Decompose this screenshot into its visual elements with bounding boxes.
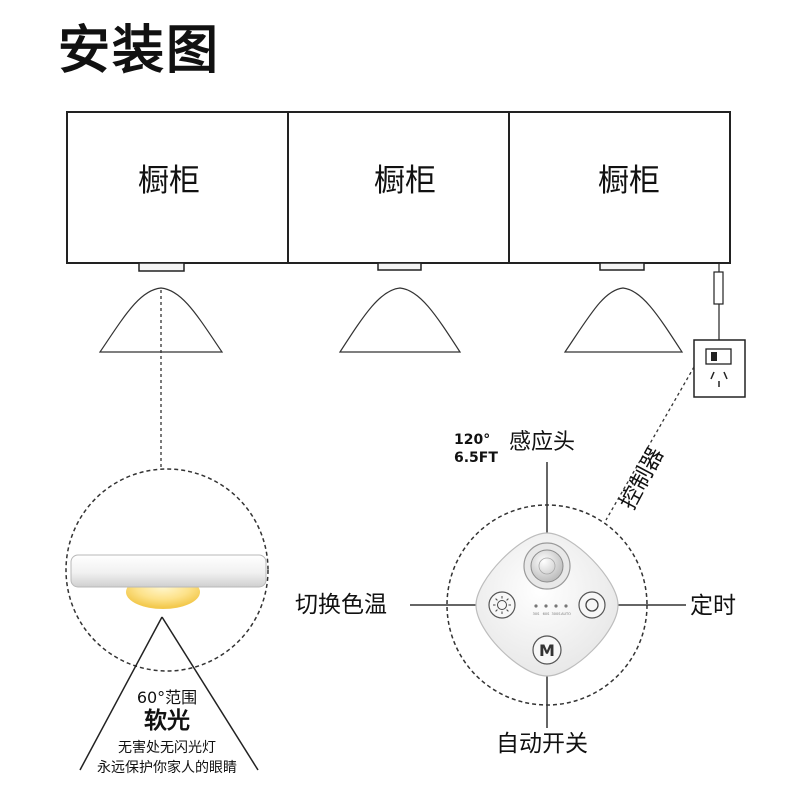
indicator-label-300s: 300S: [552, 612, 562, 616]
sensor-lens-inner: [530, 549, 564, 583]
mode-glyph: M: [539, 641, 555, 660]
eye-care-note-line2: 永远保护你家人的眼睛: [97, 760, 237, 776]
cabinet-label-2: 橱柜: [374, 163, 436, 199]
sensor-angle: 120°: [454, 432, 491, 448]
timer-label: 定时: [690, 593, 736, 619]
page-title: 安装图: [58, 21, 221, 81]
beam-line-left: [79, 616, 163, 771]
indicator-label-30s: 30S: [533, 612, 540, 616]
socket-switch: [705, 348, 732, 365]
cabinet-2: [287, 111, 510, 264]
cabinet-label-3: 橱柜: [598, 163, 660, 199]
socket-switch-knob: [711, 352, 717, 361]
cabinet-3: [508, 111, 731, 264]
beam-line-right: [161, 616, 259, 771]
sensor-label: 感应头: [509, 430, 576, 455]
color-temp-button[interactable]: [488, 591, 516, 619]
circle-icon: [585, 598, 599, 612]
eye-care-note-line1: 无害处无闪光灯: [118, 740, 216, 756]
controller-body: [475, 532, 619, 677]
light-fixture-1: [138, 262, 185, 272]
socket-hole-right: [723, 371, 728, 380]
color-temp-label: 切换色温: [295, 592, 387, 618]
light-cone-1: [98, 287, 224, 353]
cabinet-1: [66, 111, 289, 264]
indicator-dot-auto: [564, 604, 568, 608]
timer-button[interactable]: [578, 591, 606, 619]
beam-angle-label: 60°范围: [136, 688, 198, 707]
indicator-label-auto: AUTO: [561, 612, 571, 616]
light-cone-3: [563, 287, 684, 353]
light-cone-2: [338, 287, 462, 353]
sun-icon: [493, 596, 511, 614]
mode-button[interactable]: [532, 635, 562, 665]
socket-hole-left: [710, 371, 715, 380]
sensor-distance: 6.5FT: [454, 450, 498, 466]
light-fixture-2: [377, 262, 422, 271]
auto-switch-label: 自动开关: [496, 731, 588, 757]
indicator-dot-60s: [544, 604, 548, 608]
indicator-dot-300s: [554, 604, 558, 608]
soft-light-label: 软光: [144, 708, 190, 734]
sensor-lens-ring: [538, 557, 556, 575]
cabinet-label-1: 橱柜: [138, 163, 200, 199]
cable-plug: [713, 271, 724, 305]
indicator-label-60s: 60S: [543, 612, 550, 616]
indicator-dot-30s: [534, 604, 538, 608]
light-fixture-3: [599, 262, 645, 271]
light-puck: [70, 554, 267, 588]
